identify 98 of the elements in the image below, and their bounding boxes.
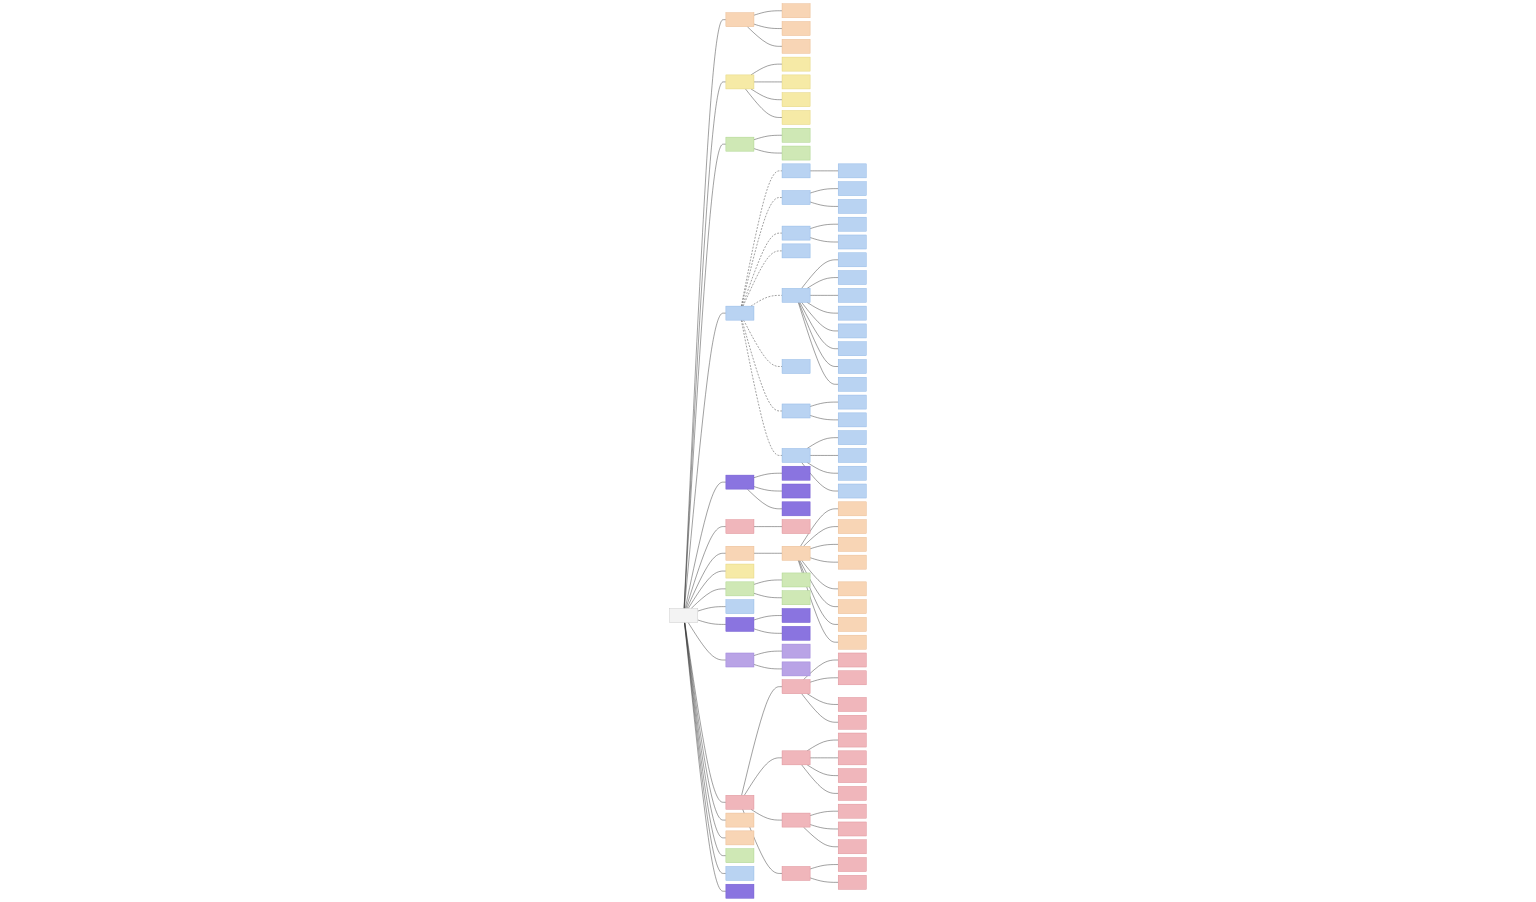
node-box [837,359,867,374]
node-box [837,216,867,232]
node-box [725,599,755,614]
node-box [837,199,867,214]
node-box [781,679,811,694]
node-box [725,74,755,90]
node-box [837,786,867,801]
node-box [781,21,811,36]
node-box [837,715,867,730]
node-box [837,803,867,819]
node-box [837,181,867,196]
node-box [725,305,755,321]
node-box [837,599,867,614]
node-box [837,323,867,339]
node-box [837,270,867,285]
node-box [837,537,867,552]
node-box [781,750,811,766]
node-box [781,92,811,107]
node-box [781,225,811,241]
connector [742,232,783,307]
node-box [781,590,811,605]
node-box [781,128,811,143]
node-box [725,136,755,152]
node-box [837,234,867,250]
node-box [781,608,811,623]
node-box [837,839,867,855]
node-box [725,617,755,632]
node-box [725,563,755,579]
node-box [781,56,811,72]
node-box [837,465,867,481]
node-box [837,697,867,712]
node-box [837,554,867,570]
node-box [837,252,867,268]
connector [742,250,783,307]
node-box [781,448,811,463]
node-box [669,608,699,623]
node-box [837,519,867,534]
node-box [781,163,811,179]
node-box [837,430,867,445]
node-box [781,465,811,481]
node-box [725,474,755,490]
node-box [781,643,811,659]
node-box [781,483,811,499]
node-box [837,377,867,392]
node-box [781,866,811,881]
node-box [725,883,755,899]
node-box [781,288,811,303]
node-box [837,448,867,463]
node-box [781,812,811,828]
node-box [781,145,811,161]
node-box [837,412,867,428]
node-box [725,866,755,881]
node-box [837,857,867,872]
node-box [837,617,867,632]
node-box [837,875,867,890]
node-box [781,661,811,677]
node-box [781,3,811,19]
node-box [725,848,755,863]
node-box [837,821,867,837]
node-box [781,403,811,419]
node-box [781,190,811,205]
node-box [837,394,867,410]
node-box [781,546,811,561]
node-box [837,483,867,499]
node-box [837,501,867,517]
node-box [781,74,811,90]
node-box [781,359,811,374]
node-box [837,652,867,668]
node-box [837,341,867,356]
node-box [781,243,811,259]
node-box [837,581,867,597]
node-box [781,110,811,125]
connector [685,481,727,609]
node-box [781,626,811,641]
node-box [725,519,755,534]
node-box [725,795,755,810]
node-box [837,768,867,783]
node-box [725,830,755,846]
node-box [781,519,811,534]
connector [741,197,783,307]
node-box [725,812,755,828]
node-box [837,288,867,303]
connector [685,526,727,609]
node-box [781,501,811,517]
node-box [837,670,867,686]
node-box [837,732,867,748]
connector [684,312,727,609]
node-box [837,305,867,321]
node-box [725,581,755,597]
node-box [725,546,755,561]
node-box [725,652,755,668]
node-box [837,750,867,766]
node-box [837,163,867,179]
connector [741,170,783,307]
node-box [837,634,867,650]
node-box [781,39,811,54]
node-box [781,572,811,588]
node-box [725,12,755,27]
